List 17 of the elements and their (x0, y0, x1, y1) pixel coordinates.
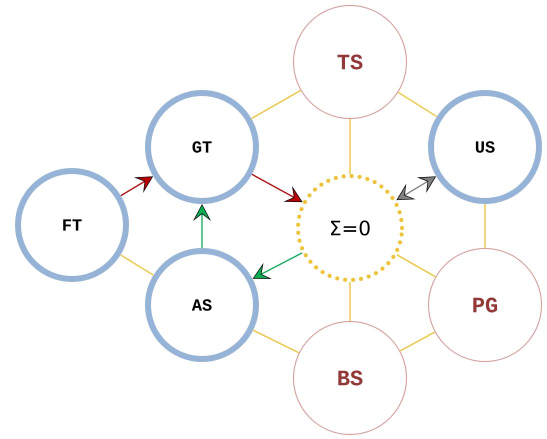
circle-node: PG (428, 248, 542, 362)
connector-line (396, 254, 436, 278)
connector-line (484, 204, 486, 248)
circle-node: TS (293, 5, 407, 119)
ring-node: AS (145, 248, 259, 362)
ring-node: US (428, 90, 542, 204)
connector-line (349, 282, 351, 321)
ring-node: FT (15, 168, 129, 282)
connector-line (252, 330, 300, 354)
connector-line (349, 119, 351, 174)
ring-node: GT (145, 90, 259, 204)
chevron-arrow (252, 252, 302, 279)
connector-line (251, 90, 301, 120)
connector-line (120, 254, 154, 276)
circle-node: BS (293, 321, 407, 435)
connector-line (400, 332, 436, 352)
connector-line (398, 92, 438, 118)
